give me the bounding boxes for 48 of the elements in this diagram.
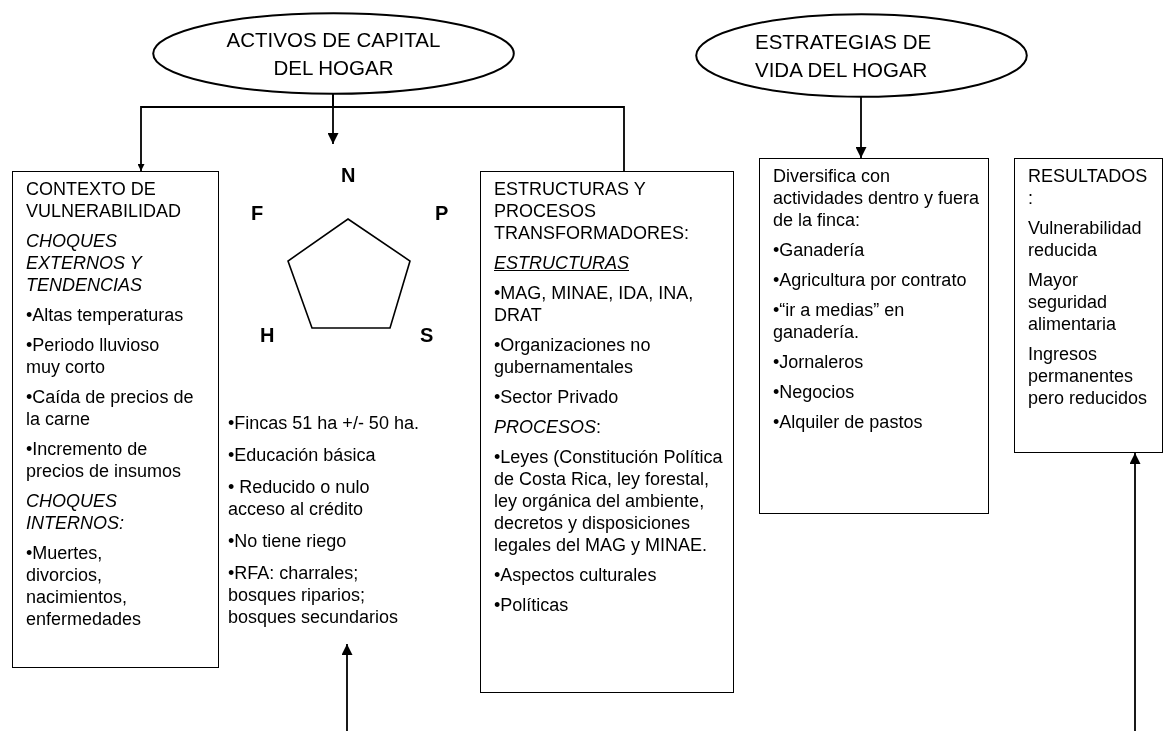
list-item: •MAG, MINAE, IDA, INA, DRAT xyxy=(494,282,695,326)
section-heading: CHOQUES INTERNOS: xyxy=(26,490,125,534)
list-item: •Agricultura por contrato xyxy=(773,269,968,291)
axis-letter: S xyxy=(420,324,434,346)
list-item: •Ganadería xyxy=(773,239,866,261)
list-item: •Incremento de precios de insumos xyxy=(26,438,183,482)
section-heading: CHOQUES EXTERNOS Y TENDENCIAS xyxy=(26,230,144,296)
list-item: •Aspectos culturales xyxy=(494,564,658,586)
list-item: •Altas temperaturas xyxy=(26,304,185,326)
list-item: •Jornaleros xyxy=(773,351,865,373)
text-box xyxy=(480,171,734,693)
text-box xyxy=(12,171,219,668)
list-item: •Sector Privado xyxy=(494,386,620,408)
connector-line xyxy=(332,93,625,172)
list-item: •“ir a medias” en ganadería. xyxy=(773,299,906,343)
section-heading: PROCESOS: xyxy=(494,416,603,438)
list-item: Vulnerabilidad reducida xyxy=(1028,217,1143,261)
node-label: ESTRATEGIAS DE VIDA DEL HOGAR xyxy=(755,28,933,83)
axis-letter: H xyxy=(260,324,275,346)
text-box xyxy=(1014,158,1163,453)
list-item: Ingresos permanentes pero reducidos xyxy=(1028,343,1149,409)
list-item: •Negocios xyxy=(773,381,856,403)
arrow xyxy=(341,643,353,732)
arrow xyxy=(1129,452,1141,732)
list-item: •Educación básica xyxy=(228,444,377,466)
list-item: •Organizaciones no gubernamentales xyxy=(494,334,652,378)
list-item: •Políticas xyxy=(494,594,570,616)
list-item: •Muertes, divorcios, nacimientos, enfermedades xyxy=(26,542,143,630)
node-label: ACTIVOS DE CAPITAL DEL HOGAR xyxy=(225,26,442,81)
list-item: •RFA: charrales; bosques riparios; bosques secundarios xyxy=(228,562,400,628)
list-item: •Periodo lluvioso muy corto xyxy=(26,334,161,378)
list-item: •No tiene riego xyxy=(228,530,348,552)
section-heading: ESTRUCTURAS xyxy=(494,252,630,274)
list-item: •Leyes (Constitución Política de Costa Rica, ley forestal, ley orgánica del ambiente, decretos y disposiciones legales del MAG y MINAE. xyxy=(494,446,724,556)
list-item: •Fincas 51 ha +/- 50 ha. xyxy=(228,412,420,434)
box-heading: ESTRUCTURAS Y PROCESOS TRANSFORMADORES: xyxy=(494,178,690,244)
box-heading: Diversifica con actividades dentro y fuera de la finca: xyxy=(773,165,980,231)
text-box xyxy=(759,158,989,514)
axis-letter: P xyxy=(435,202,449,224)
arrow xyxy=(855,96,867,159)
box-heading: RESULTADOS : xyxy=(1028,165,1149,209)
list-item: •Caída de precios de la carne xyxy=(26,386,195,430)
list-item: Mayor seguridad alimentaria xyxy=(1028,269,1118,335)
list-item: • Reducido o nulo acceso al crédito xyxy=(228,476,371,520)
box-heading: CONTEXTO DE VULNERABILIDAD xyxy=(26,178,183,222)
axis-letter: F xyxy=(251,202,264,224)
axis-letter: N xyxy=(341,164,356,186)
list-item: •Alquiler de pastos xyxy=(773,411,924,433)
